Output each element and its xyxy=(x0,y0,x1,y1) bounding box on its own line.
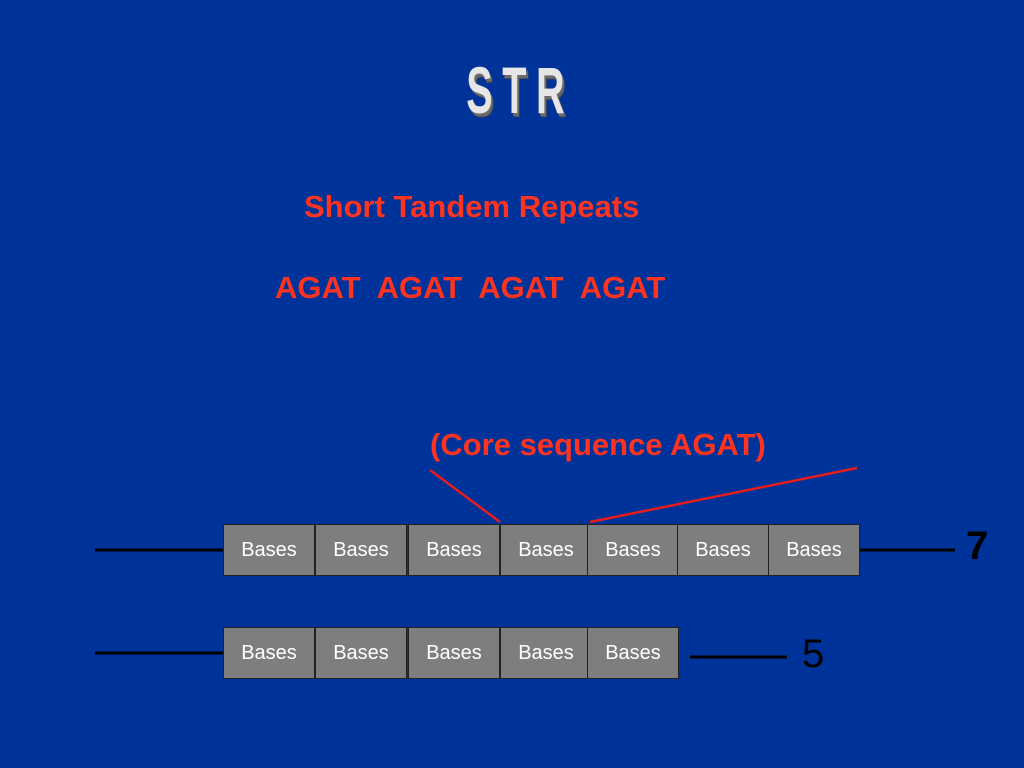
allele-a-count: 7 xyxy=(966,524,989,568)
subtitle: Short Tandem Repeats xyxy=(304,189,640,224)
bases-box: Bases xyxy=(587,524,679,576)
bases-box: Bases xyxy=(677,524,769,576)
core-sequence-label: (Core sequence AGAT) xyxy=(430,427,766,462)
bases-box: Bases xyxy=(500,524,592,576)
core-pointer-right xyxy=(589,466,858,524)
allele-b-count: 5 xyxy=(802,632,825,676)
bases-box: Bases xyxy=(408,627,500,679)
bases-box: Bases xyxy=(587,627,679,679)
bases-box: Bases xyxy=(500,627,592,679)
repeat-sequence: AGAT AGAT AGAT AGAT xyxy=(275,270,666,305)
core-pointer-left xyxy=(429,468,501,524)
bases-box: Bases xyxy=(315,627,407,679)
slide-title: STR xyxy=(466,53,575,127)
bases-box: Bases xyxy=(768,524,860,576)
bases-box: Bases xyxy=(223,627,315,679)
bases-box: Bases xyxy=(408,524,500,576)
bases-box: Bases xyxy=(315,524,407,576)
bases-box: Bases xyxy=(223,524,315,576)
